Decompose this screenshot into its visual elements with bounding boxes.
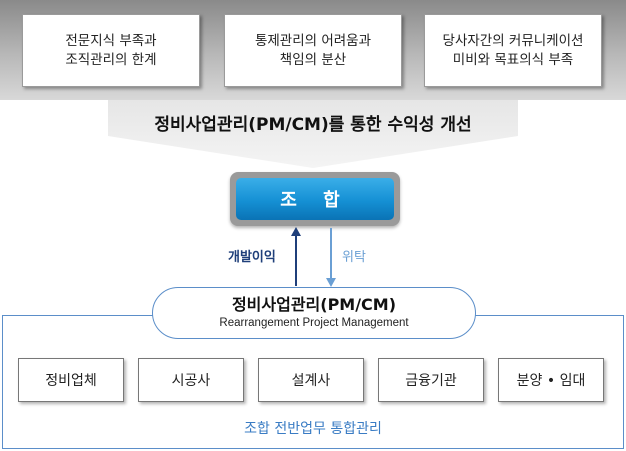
entity-box: 설계사 bbox=[258, 358, 364, 402]
entity-box: 정비업체 bbox=[18, 358, 124, 402]
up-arrow bbox=[291, 227, 301, 286]
flow-arrows bbox=[291, 227, 336, 287]
funnel-title: 정비사업관리(PM/CM)를 통한 수익성 개선 bbox=[154, 115, 472, 135]
integration-caption: 조합 전반업무 통합관리 bbox=[244, 421, 382, 437]
union-box: 조 합 bbox=[230, 172, 400, 226]
funnel-shape bbox=[108, 100, 518, 168]
pm-title: 정비사업관리(PM/CM) bbox=[231, 295, 397, 314]
problem-box-1: 전문지식 부족과 조직관리의 한계 bbox=[22, 14, 200, 87]
pm-pill: 정비사업관리(PM/CM) Rearrangement Project Mana… bbox=[152, 287, 476, 339]
problem-box-3: 당사자간의 커뮤니케이션 미비와 목표의식 부족 bbox=[424, 14, 602, 87]
arrow-up-label: 개발이익 bbox=[228, 250, 276, 265]
pm-subtitle: Rearrangement Project Management bbox=[219, 317, 409, 329]
union-label: 조 합 bbox=[236, 178, 394, 220]
entity-box: 분양 • 임대 bbox=[498, 358, 604, 402]
arrow-down-label: 위탁 bbox=[342, 250, 366, 265]
problem-box-2: 통제관리의 어려움과 책임의 분산 bbox=[224, 14, 402, 87]
entity-box: 금융기관 bbox=[378, 358, 484, 402]
entity-box: 시공사 bbox=[138, 358, 244, 402]
down-arrow bbox=[326, 228, 336, 287]
